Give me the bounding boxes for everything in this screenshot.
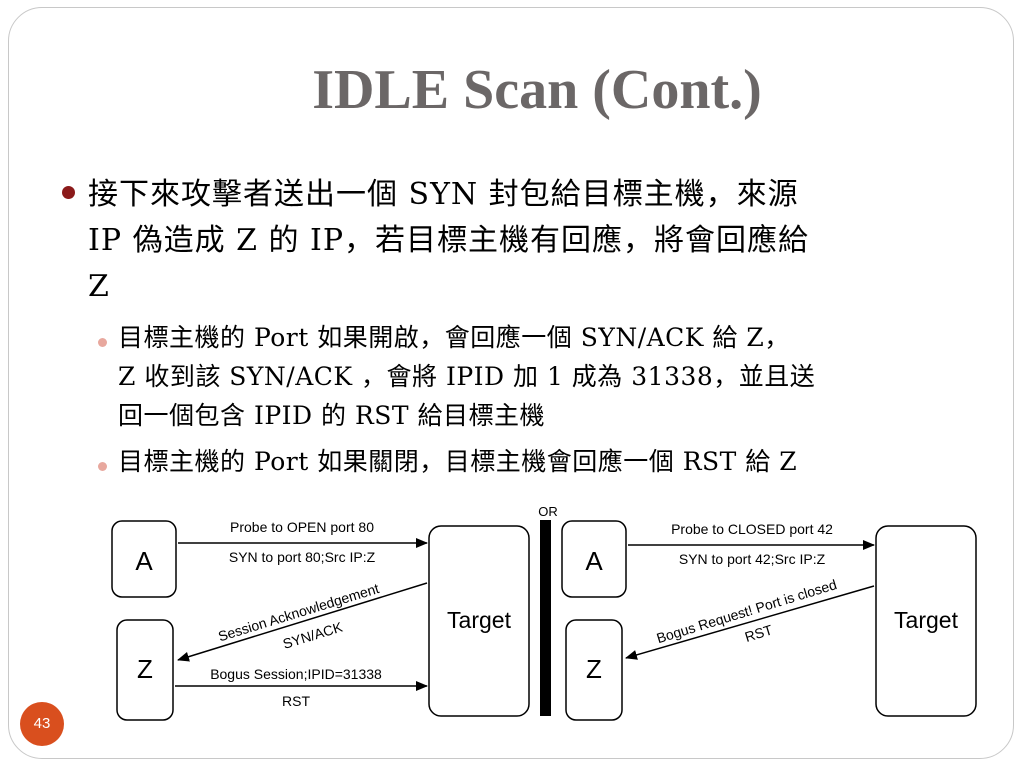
- page-number-badge: 43: [20, 702, 64, 746]
- sub-bullet-dot: [98, 462, 107, 471]
- left-bogus-label: Bogus Session;IPID=31338: [210, 666, 382, 682]
- sub-bullet-line: Z 收到該 SYN/ACK ，會將 IPID 加 1 成為 31338，並且送: [118, 362, 816, 391]
- left-node-z-label: Z: [137, 654, 153, 684]
- right-probe-label: Probe to CLOSED port 42: [671, 521, 833, 537]
- left-node-z-box: [116, 619, 174, 721]
- right-rst-arrow: [625, 585, 875, 660]
- right-node-z-label: Z: [586, 654, 602, 684]
- left-probe-label: Probe to OPEN port 80: [230, 519, 374, 535]
- sub-bullet-open-port: 目標主機的 Port 如果開啟，會回應一個 SYN/ACK 給 Z， Z 收到該…: [118, 318, 815, 435]
- or-separator-bar: [540, 520, 551, 716]
- idle-scan-diagram: A Z Target Probe to OPEN port 80 SYN to …: [111, 504, 977, 721]
- main-bullet-line: 接下來攻擊者送出一個 SYN 封包給目標主機，來源: [88, 177, 799, 212]
- main-bullet-line: Z: [88, 269, 110, 304]
- slide-frame: [8, 7, 1014, 759]
- right-rst-label: RST: [743, 621, 775, 645]
- left-rst-label: RST: [282, 693, 310, 709]
- left-node-a-box: [111, 520, 177, 598]
- right-node-a-label: A: [585, 546, 603, 576]
- right-node-a-box: [561, 520, 627, 598]
- sub-bullet-line: 目標主機的 Port 如果開啟，會回應一個 SYN/ACK 給 Z，: [118, 323, 790, 352]
- main-bullet-line: IP 偽造成 Z 的 IP，若目標主機有回應，將會回應給: [88, 223, 810, 258]
- sub-bullet-closed-port: 目標主機的 Port 如果關閉，目標主機會回應一個 RST 給 Z: [118, 442, 797, 481]
- left-target-label: Target: [447, 607, 512, 633]
- main-bullet-dot: [62, 186, 75, 199]
- sub-bullet-dot: [98, 338, 107, 347]
- main-bullet-text: 接下來攻擊者送出一個 SYN 封包給目標主機，來源 IP 偽造成 Z 的 IP，…: [88, 172, 809, 310]
- left-synack-label: SYN/ACK: [281, 618, 345, 651]
- sub-bullet-line: 回一個包含 IPID 的 RST 給目標主機: [118, 401, 546, 430]
- left-synack-arrow: [177, 582, 428, 662]
- or-label: OR: [538, 504, 558, 519]
- right-node-z-box: [565, 619, 623, 721]
- left-node-a-label: A: [135, 546, 153, 576]
- right-target-label: Target: [894, 607, 959, 633]
- left-target-box: [428, 525, 530, 717]
- right-target-box: [875, 525, 977, 717]
- left-syn-label: SYN to port 80;Src IP:Z: [229, 549, 376, 565]
- sub-bullet-line: 目標主機的 Port 如果關閉，目標主機會回應一個 RST 給 Z: [118, 447, 798, 476]
- right-syn-label: SYN to port 42;Src IP:Z: [679, 551, 826, 567]
- slide-title: IDLE Scan (Cont.): [312, 59, 762, 121]
